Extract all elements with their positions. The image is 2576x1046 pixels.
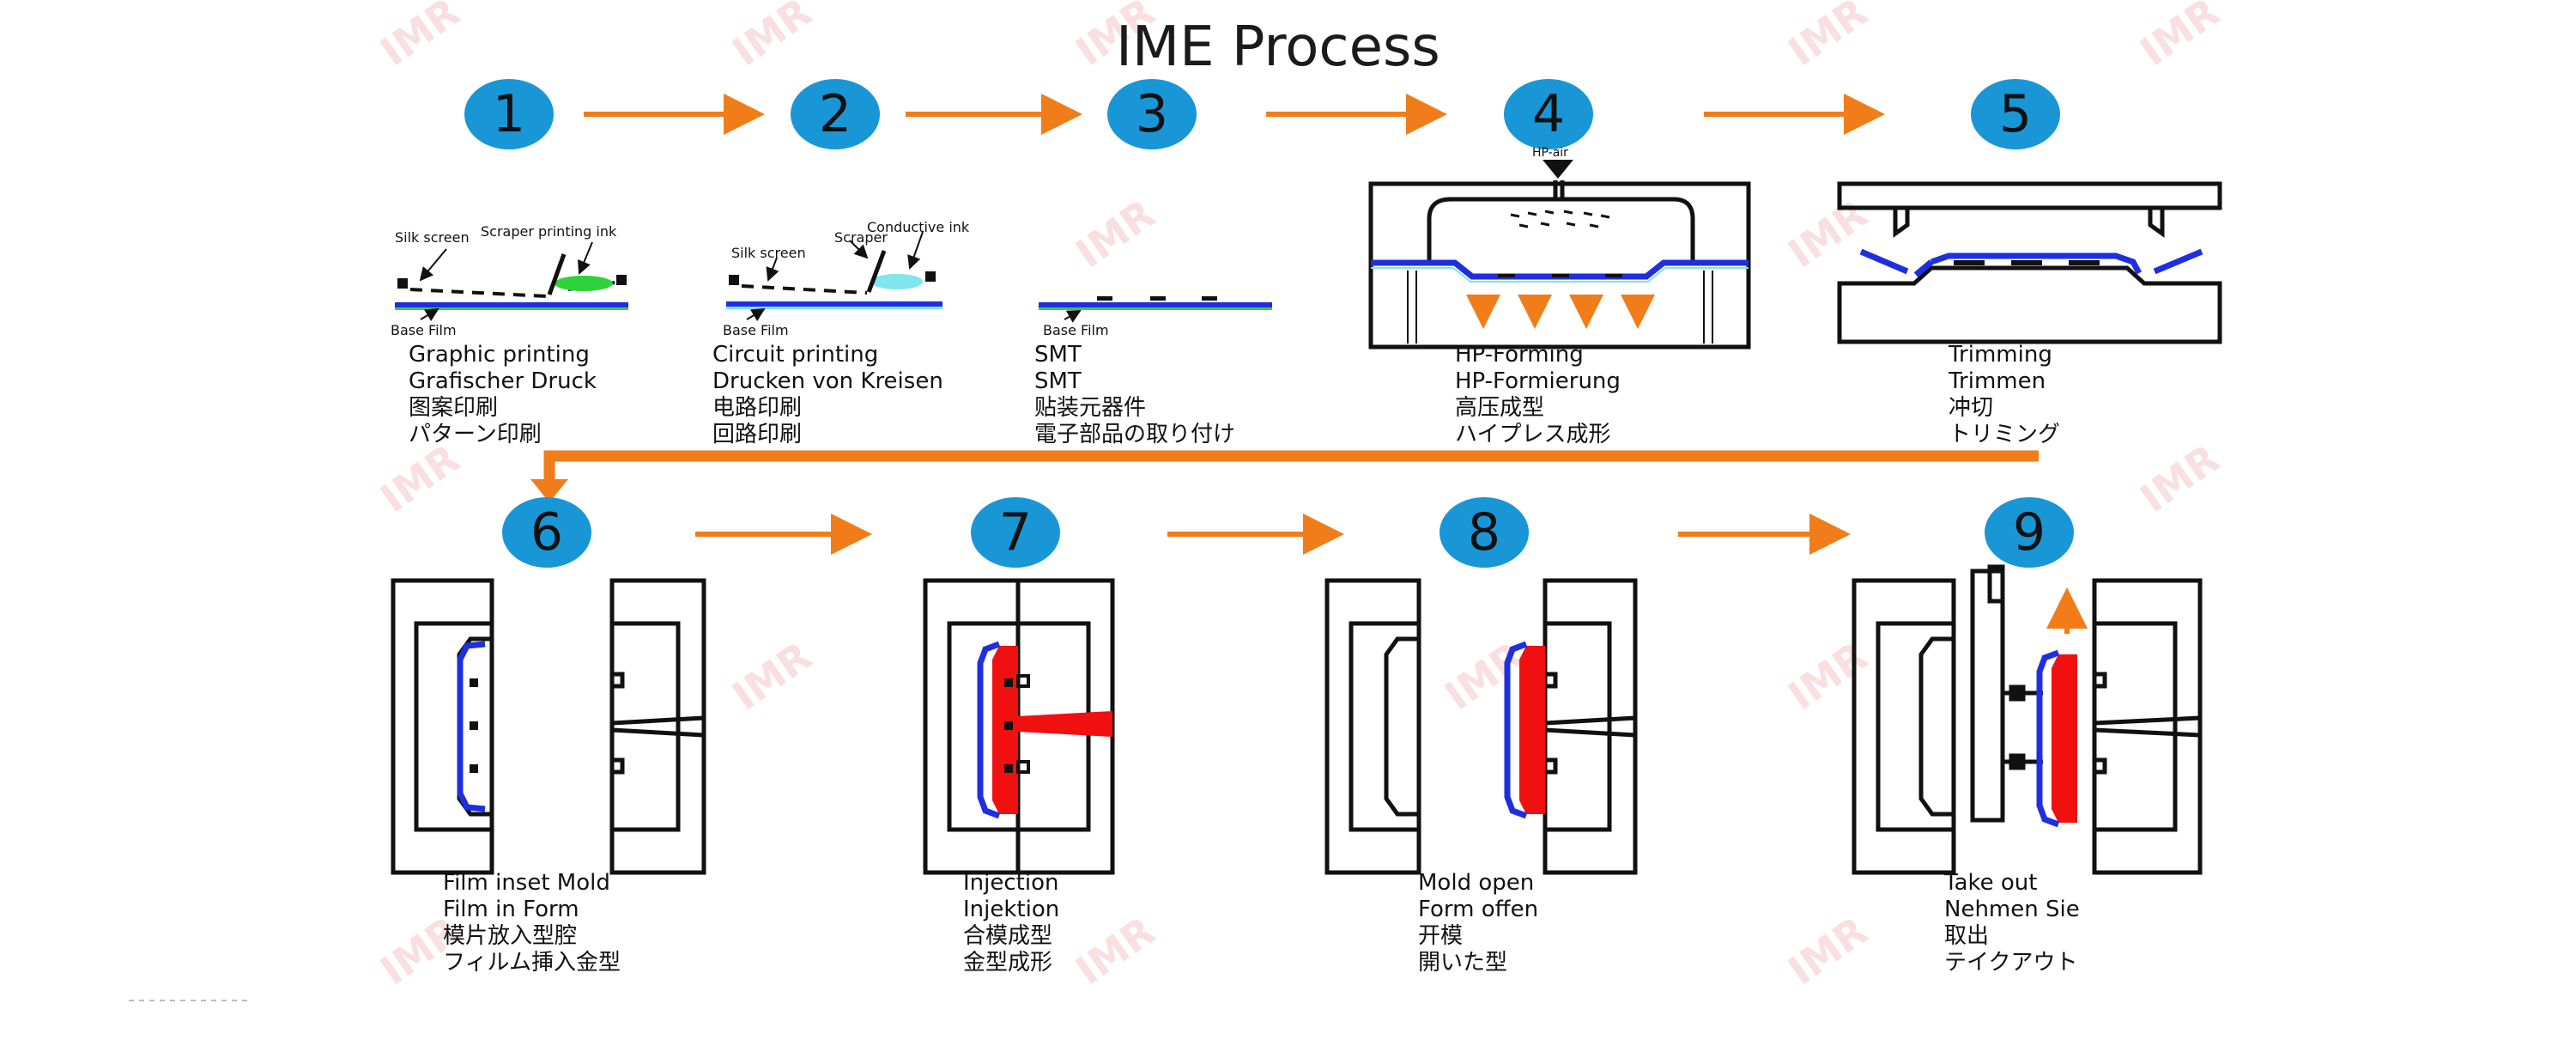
label-scraper: Scraper [834, 229, 888, 246]
step9-part [2052, 654, 2077, 823]
diagram-title: IME Process [1116, 15, 1440, 79]
air-dashes [1510, 210, 1610, 228]
pressure-arrows [1466, 295, 1655, 329]
step9-ejector [1970, 564, 2043, 823]
label-base-film: Base Film [391, 322, 457, 338]
step2-illustration [726, 231, 943, 322]
step5-film [1930, 252, 2143, 275]
step1-illustration [395, 241, 628, 322]
step-badge-1: 1 [464, 79, 554, 149]
label-base-film: Base Film [1043, 322, 1109, 338]
step-badge-4: 4 [1504, 79, 1593, 149]
step8-mold-left [1324, 578, 1421, 875]
step-badge-9: 9 [1985, 497, 2074, 568]
row-return-arrow [543, 450, 2039, 481]
step9-mold-left [1852, 578, 1956, 875]
step-badge-3: 3 [1107, 79, 1197, 149]
step-badge-2: 2 [791, 79, 880, 149]
step3-illustration [1039, 296, 1272, 323]
step-badge-5: 5 [1971, 79, 2060, 149]
label-conductive-ink: Conductive ink [867, 219, 970, 235]
step8-mold-right [1543, 578, 1638, 875]
step5-illustration [1837, 181, 2222, 344]
label-hp-air: HP-air [1532, 146, 1568, 160]
row-return-arrowhead [530, 479, 568, 502]
label-scraper-printing-ink: Scraper printing ink [481, 223, 617, 240]
step9-mold-right [2092, 578, 2203, 875]
step6-film [457, 641, 486, 812]
label-silk-screen: Silk screen [395, 229, 470, 246]
flow-arrows [584, 94, 1885, 555]
step-badge-6: 6 [502, 497, 591, 568]
hp-air-arrowhead [1543, 160, 1573, 179]
step-badge-7: 7 [971, 497, 1060, 568]
step8-part [1519, 646, 1545, 814]
step-badge-8: 8 [1440, 497, 1529, 568]
label-silk-screen: Silk screen [731, 245, 806, 261]
step6-mold-right [609, 578, 706, 875]
label-base-film: Base Film [723, 322, 789, 338]
